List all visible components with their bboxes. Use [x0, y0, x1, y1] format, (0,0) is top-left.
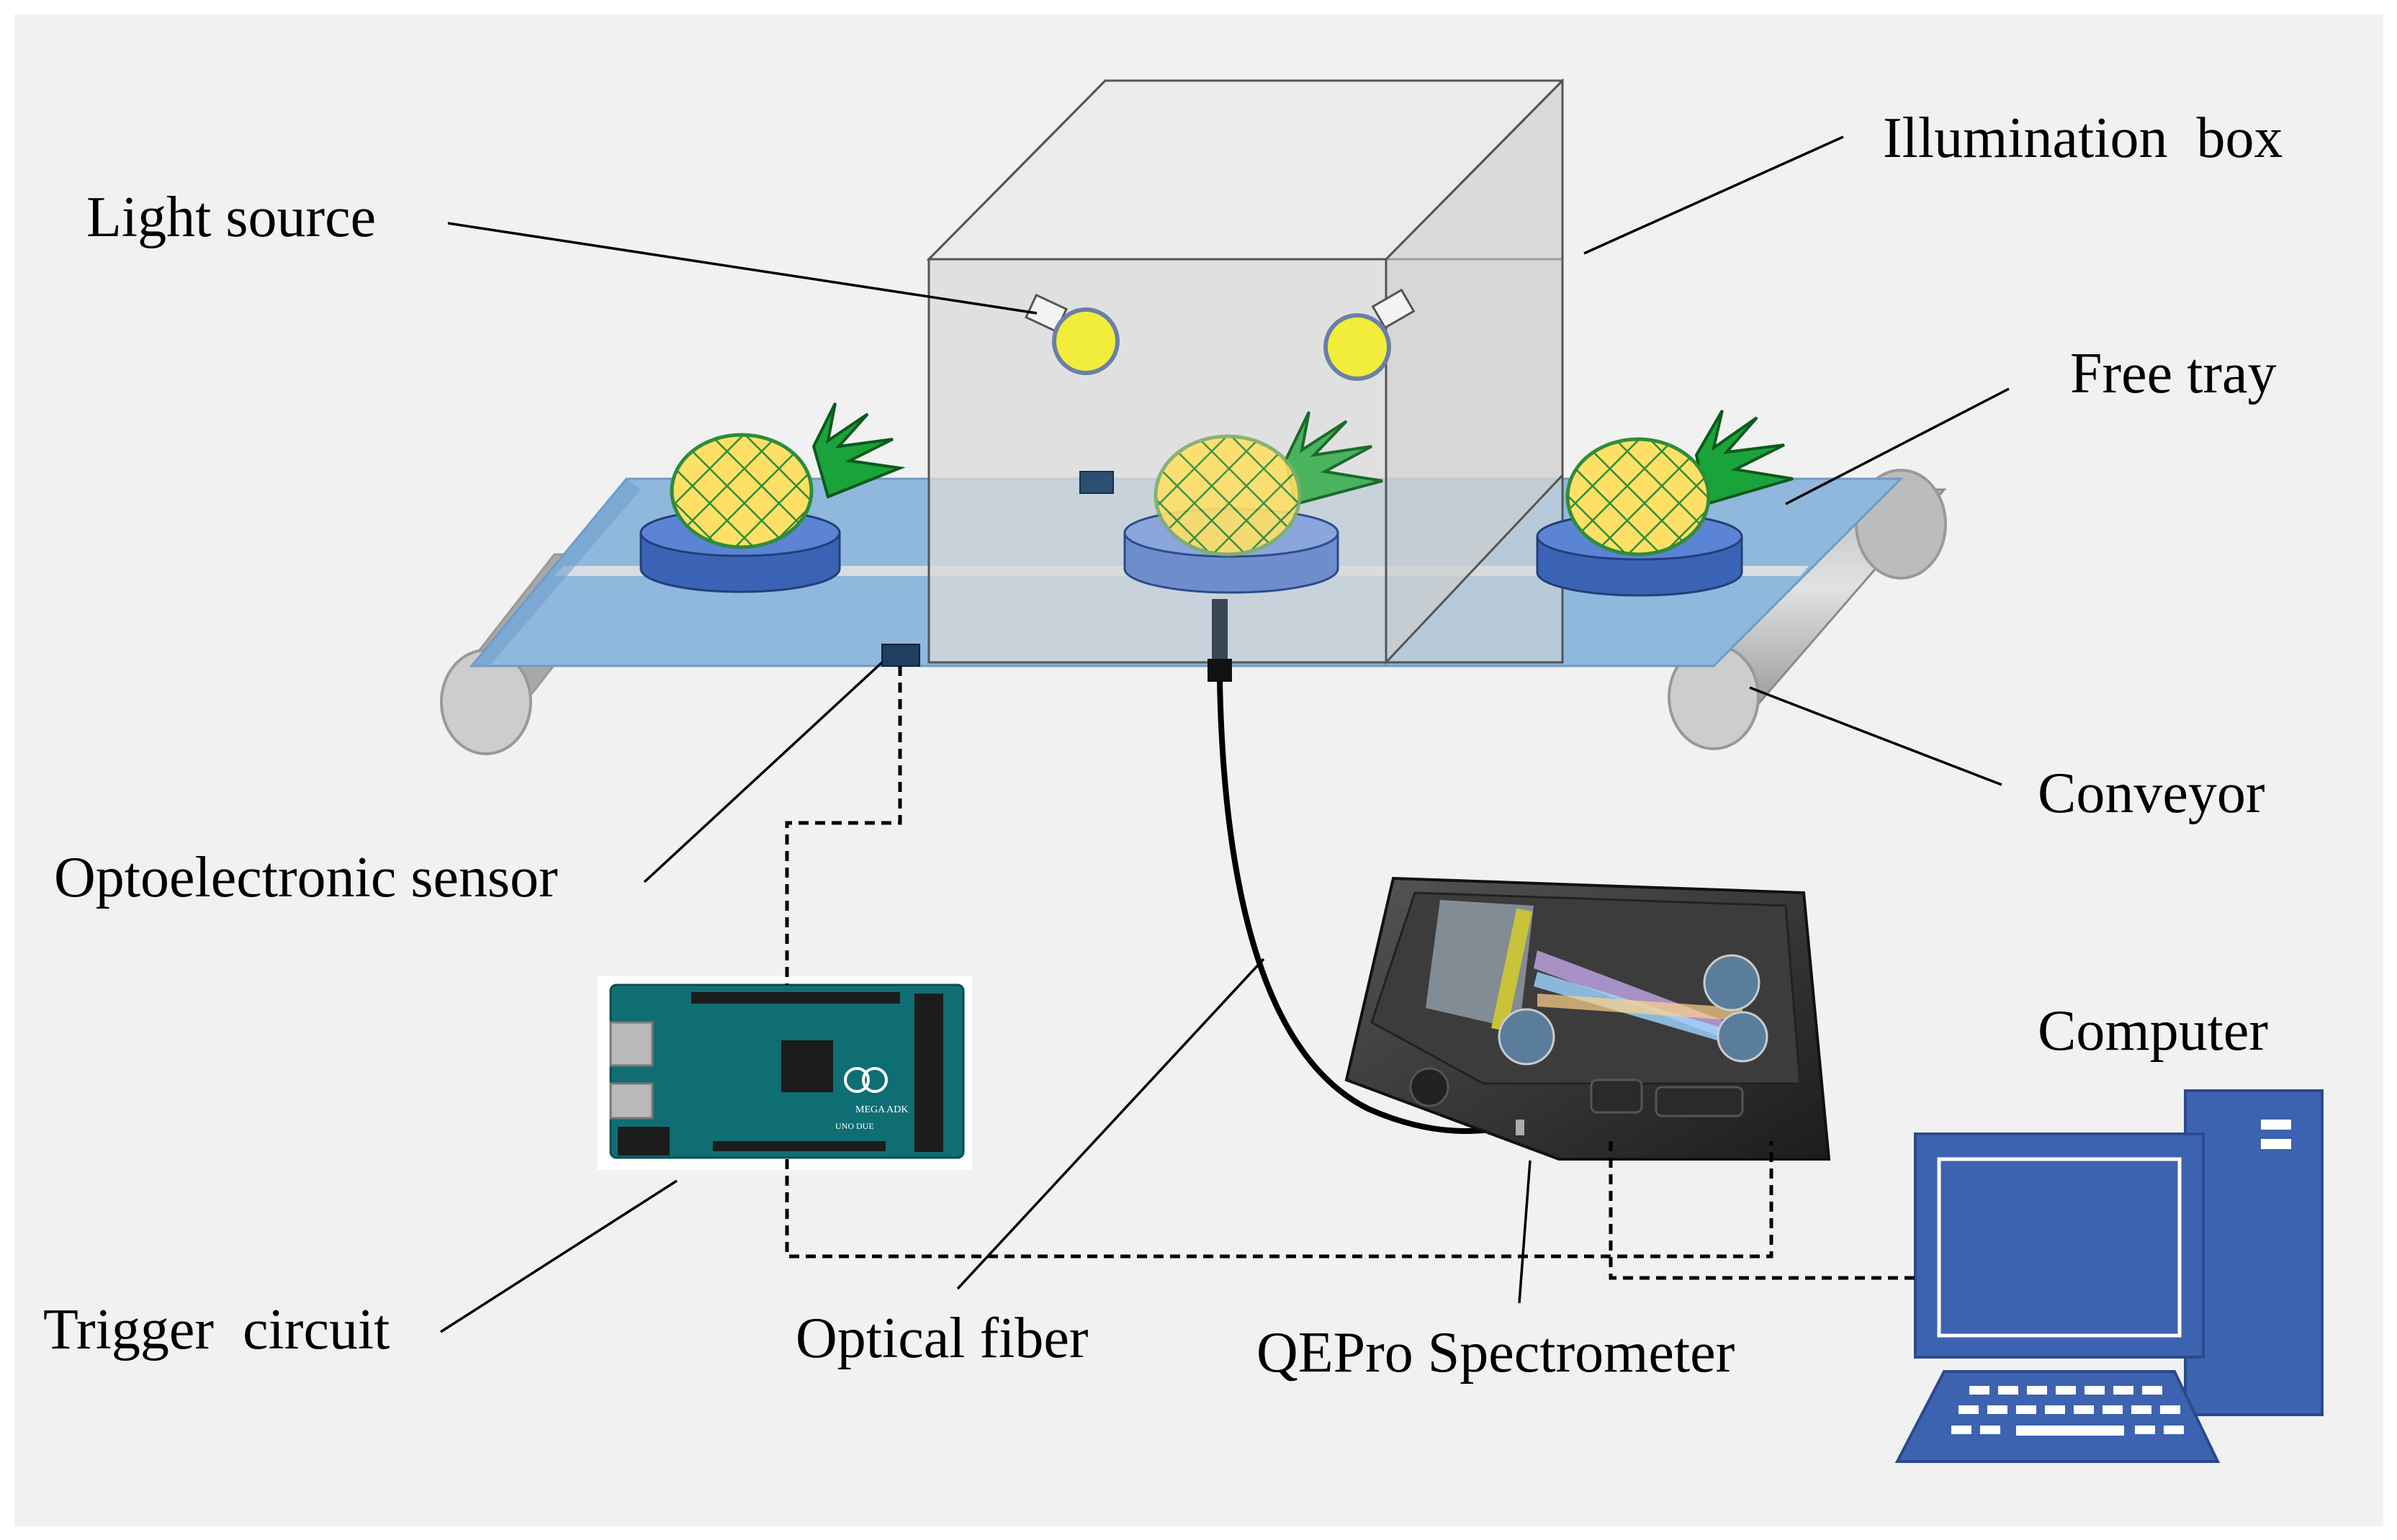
- computer: [1894, 1089, 2324, 1463]
- fiber-probe: [1212, 599, 1228, 664]
- trigger-circuit-board: MEGA ADK UNO DUE: [598, 976, 972, 1170]
- label-free-tray: Free tray: [2070, 342, 2277, 405]
- spectrometer: [1344, 876, 1831, 1161]
- label-optical-fiber: Optical fiber: [796, 1307, 1088, 1370]
- pineapple-center: [1153, 411, 1383, 557]
- pineapple-right: [1565, 409, 1794, 557]
- label-qepro-spectrometer: QEPro Spectrometer: [1256, 1321, 1735, 1384]
- board-sublabel: UNO DUE: [835, 1121, 874, 1131]
- label-light-source: Light source: [86, 186, 376, 249]
- optoelectronic-sensor: [881, 644, 920, 667]
- label-conveyor: Conveyor: [2038, 762, 2265, 825]
- labels: Light source Illumination box Free tray …: [43, 107, 2283, 1384]
- board-label: MEGA ADK: [855, 1104, 909, 1115]
- label-illumination-box: Illumination box: [1883, 107, 2283, 170]
- trigger-to-spectrometer-wire: [785, 1141, 1773, 1258]
- label-computer: Computer: [2038, 999, 2268, 1063]
- lamp-right: [1323, 288, 1416, 381]
- spectrometer-to-computer-wire: [1609, 1141, 1915, 1280]
- label-optoelectronic-sensor: Optoelectronic sensor: [54, 846, 558, 909]
- sensor-to-trigger-wire: [785, 666, 902, 985]
- label-trigger-circuit: Trigger circuit: [43, 1298, 390, 1361]
- right-roller: [1668, 469, 1947, 750]
- inner-sensor: [1079, 471, 1114, 494]
- signal-wires: [785, 666, 1915, 1280]
- lamp-left: [1024, 293, 1120, 375]
- fiber-connector: [1208, 659, 1232, 682]
- optical-fiber-cable: [1217, 680, 1524, 1135]
- pineapple-left: [670, 402, 906, 549]
- leader-lines: [440, 135, 2010, 1333]
